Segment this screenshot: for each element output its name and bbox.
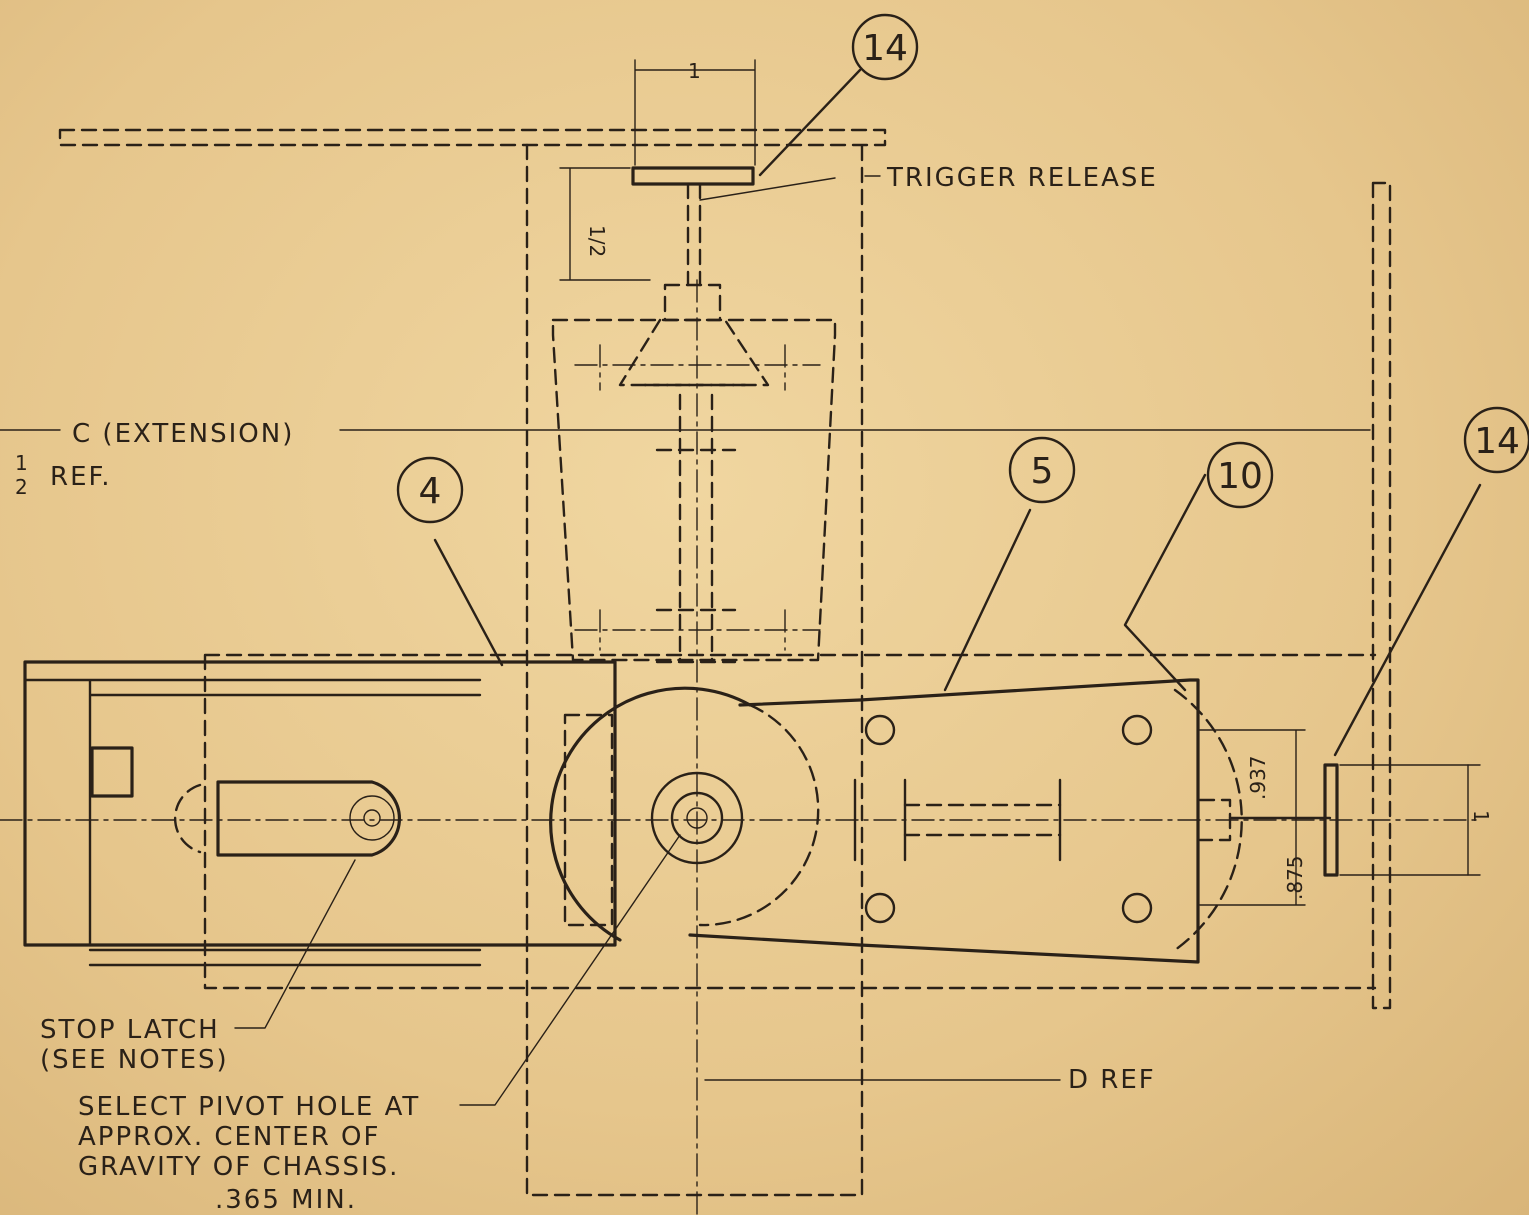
dimension-lines [559,59,1061,1081]
dim-875: .875 [1283,855,1307,900]
min-365-label: .365 MIN. [215,1185,357,1215]
balloon-4-label: 4 [419,471,442,512]
half-ref-label: REF. [50,462,112,492]
trigger-release-part [618,166,770,664]
balloon-14-top: 14 [851,13,919,81]
arm-link-5 [688,678,1332,964]
centerlines [0,279,1481,1215]
right-height-dim: 1 [1469,810,1493,823]
dim-937: .937 [1246,755,1270,800]
leader-lines [234,68,1482,1106]
stop-latch-label: STOP LATCH [40,1015,220,1045]
left-chassis [23,660,617,967]
right-dashed-wall [1371,181,1392,1010]
top-dashed-bar [58,128,887,147]
half-ref-denominator: 2 [15,475,28,499]
pivot-note-line-1: SELECT PIVOT HOLE AT [78,1092,420,1122]
right-plate [1199,729,1481,906]
balloon-5-label: 5 [1031,451,1054,492]
pivot-note-line-2: APPROX. CENTER OF [78,1122,380,1152]
balloon-14-right-label: 14 [1474,421,1520,462]
balloon-10: 10 [1206,441,1274,509]
vertical-housing-outline [525,143,864,1197]
balloon-4: 4 [396,456,464,524]
c-extension-label: C (EXTENSION) [72,419,294,449]
inner-dashed-block [551,318,837,662]
d-ref-label: D REF [1068,1065,1156,1095]
balloon-5: 5 [1008,436,1076,504]
balloon-14-right: 14 [1463,406,1529,474]
pivot-disc [549,686,820,942]
trigger-release-label: TRIGGER RELEASE [886,163,1158,193]
see-notes-label: (SEE NOTES) [40,1045,229,1075]
lower-dashed-enclosure [203,653,1377,990]
balloon-10-label: 10 [1217,456,1263,497]
balloon-14-top-label: 14 [862,28,908,69]
half-vertical-dim: 1/2 [585,225,609,257]
pivot-note-line-3: GRAVITY OF CHASSIS. [78,1152,399,1182]
top-width-dim: 1 [688,59,701,83]
half-ref-numerator: 1 [15,451,28,475]
